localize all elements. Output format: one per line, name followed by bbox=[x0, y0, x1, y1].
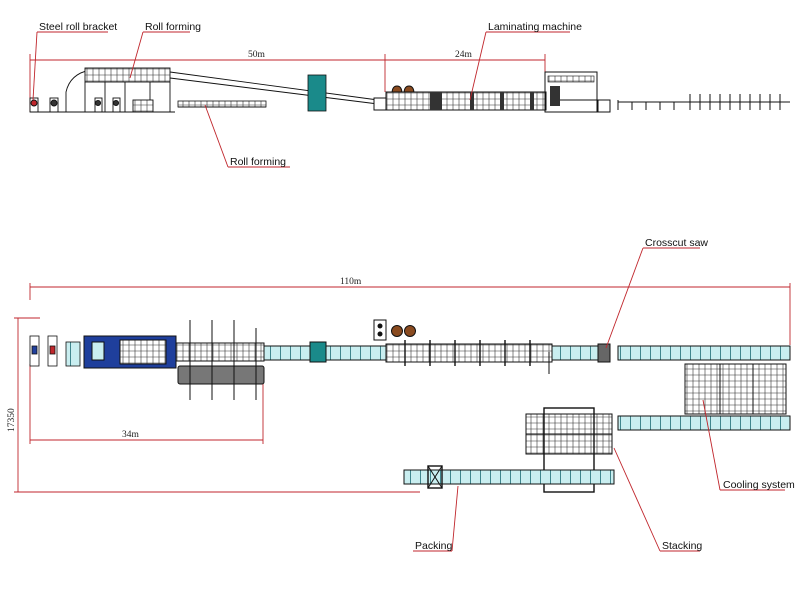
outfeed-elevation bbox=[617, 94, 790, 110]
roll-former-plan bbox=[83, 335, 177, 369]
leaders-top bbox=[32, 31, 570, 168]
steel-roll-brackets bbox=[29, 67, 175, 113]
label-crosscut-saw: Crosscut saw bbox=[645, 237, 708, 249]
label-cooling-system: Cooling system bbox=[723, 479, 795, 491]
dim-24m: 24m bbox=[455, 50, 473, 60]
dim-50m: 50m bbox=[248, 50, 266, 60]
label-roll-forming-bottom: Roll forming bbox=[230, 156, 286, 168]
roll-forming-elevation bbox=[177, 100, 267, 108]
label-roll-forming-top: Roll forming bbox=[145, 21, 201, 33]
double-belt-press-plan bbox=[385, 340, 553, 374]
dim-34m: 34m bbox=[122, 430, 140, 440]
label-packing: Packing bbox=[415, 540, 453, 552]
conveyor-a bbox=[263, 345, 311, 361]
incline-conveyor bbox=[169, 71, 379, 105]
dimension-34m bbox=[29, 364, 264, 444]
conveyor-d bbox=[617, 345, 791, 361]
label-steel-roll-bracket: Steel roll bracket bbox=[39, 21, 117, 33]
dim-110m: 110m bbox=[340, 277, 362, 287]
cabinet-plan bbox=[309, 341, 327, 363]
decoilers-plan bbox=[29, 335, 81, 367]
crosscut-saw bbox=[597, 343, 611, 363]
leaders-bottom bbox=[413, 247, 785, 552]
packing-conveyor bbox=[403, 465, 615, 489]
elevation-view: 50m 24m bbox=[29, 21, 790, 168]
glue-units-plan bbox=[373, 319, 416, 341]
label-stacking: Stacking bbox=[662, 540, 702, 552]
conveyor-b bbox=[325, 345, 387, 361]
plan-view: 110m 17350 34m bbox=[7, 237, 795, 552]
dim-17350: 17350 bbox=[7, 408, 17, 432]
cooling-system bbox=[617, 363, 791, 431]
laminating-machine-elevation bbox=[373, 71, 611, 113]
dimension-17350 bbox=[14, 317, 420, 493]
cabinet-elevation bbox=[307, 74, 327, 112]
dimension-110m bbox=[29, 283, 791, 345]
laminating-plan bbox=[175, 320, 265, 400]
conveyor-c bbox=[551, 345, 599, 361]
stacking-unit bbox=[525, 407, 613, 493]
label-laminating-machine: Laminating machine bbox=[488, 21, 582, 33]
